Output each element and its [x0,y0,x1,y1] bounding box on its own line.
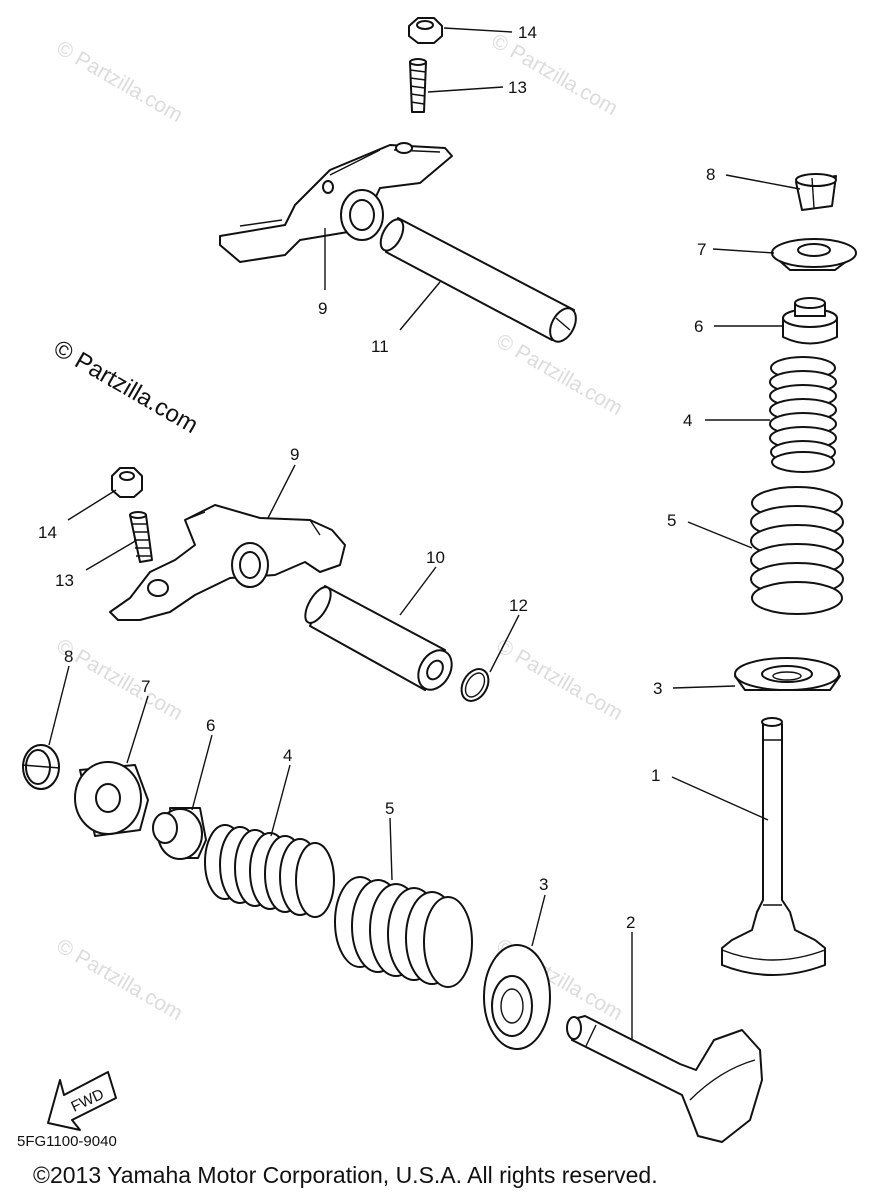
bottom-inner-spring-4-part [204,824,335,918]
left-nut-14-part [111,467,143,498]
right-retainer-7-part [771,238,857,271]
top-rocker-assembly [219,17,577,343]
left-oring-12-part [460,668,490,702]
top-rocker-arm-9-part [219,142,453,263]
bottom-valve-stack [21,744,763,1143]
right-cotter-8-part [795,173,837,211]
callout-left-nut-14: 14 [38,523,57,542]
leader-lines [48,27,801,1040]
watermark-6: © Partzilla.com [53,934,187,1025]
right-valve-stack [721,173,857,976]
right-inner-spring-4-part [769,356,837,473]
left-screw-13-part [129,511,153,563]
right-seat-6-part [782,297,838,345]
callout-right-valve-1: 1 [651,766,660,785]
fwd-arrow-icon: FWD [47,1071,117,1131]
right-spring-seat-3-part [734,657,841,691]
watermark-3: © Partzilla.com [493,329,627,420]
callout-top-shaft-11: 11 [371,337,389,356]
callout-bottom-spring-seat-3: 3 [539,875,548,894]
watermark-4: © Partzilla.com [493,634,627,725]
left-shaft-10-part [304,585,453,691]
top-screw-13-part [409,58,427,113]
watermark-2: © Partzilla.com [488,29,622,120]
callout-top-rocker-9: 9 [318,299,327,318]
callout-bottom-retainer-7: 7 [141,677,150,696]
callout-left-shaft-10: 10 [426,548,445,567]
callouts: 14 13 9 11 8 7 6 4 5 3 1 9 14 13 10 12 8… [38,23,715,932]
callout-right-cotter-8: 8 [706,165,715,184]
right-valve-1-part [721,717,826,976]
callout-right-spring-seat-3: 3 [653,679,662,698]
callout-left-oring-12: 12 [509,596,528,615]
left-rocker-arm-9-part [109,504,346,621]
callout-left-rocker-9: 9 [290,445,299,464]
top-nut-14-part [408,17,443,44]
bottom-cotter-8-part [21,744,61,790]
right-outer-spring-5-part [750,486,844,615]
bottom-outer-spring-5-part [334,876,473,988]
callout-top-rocker-13: 13 [508,78,527,97]
callout-bottom-inner-spring-4: 4 [283,746,292,765]
copyright-notice: ©2013 Yamaha Motor Corporation, U.S.A. A… [33,1162,658,1188]
callout-left-screw-13: 13 [55,571,74,590]
top-shaft-11-part [379,217,577,343]
callout-bottom-cotter-8: 8 [64,647,73,666]
callout-top-rocker-14: 14 [518,23,537,42]
bottom-seat-6-part [152,807,207,860]
callout-right-outer-spring-5: 5 [667,511,676,530]
callout-bottom-outer-spring-5: 5 [385,799,394,818]
callout-bottom-seat-6: 6 [206,716,215,735]
watermark-main: © Partzilla.com [49,335,203,439]
bottom-valve-2-part [566,1015,763,1143]
watermark-1: © Partzilla.com [53,36,187,127]
callout-right-inner-spring-4: 4 [683,411,692,430]
callout-right-seat-6: 6 [694,317,703,336]
bottom-retainer-7-part [74,761,149,837]
diagram-code: 5FG1100-9040 [17,1133,117,1150]
bottom-spring-seat-3-part [483,944,551,1050]
callout-right-retainer-7: 7 [697,240,706,259]
left-rocker-assembly [109,467,490,702]
callout-bottom-valve-2: 2 [626,913,635,932]
